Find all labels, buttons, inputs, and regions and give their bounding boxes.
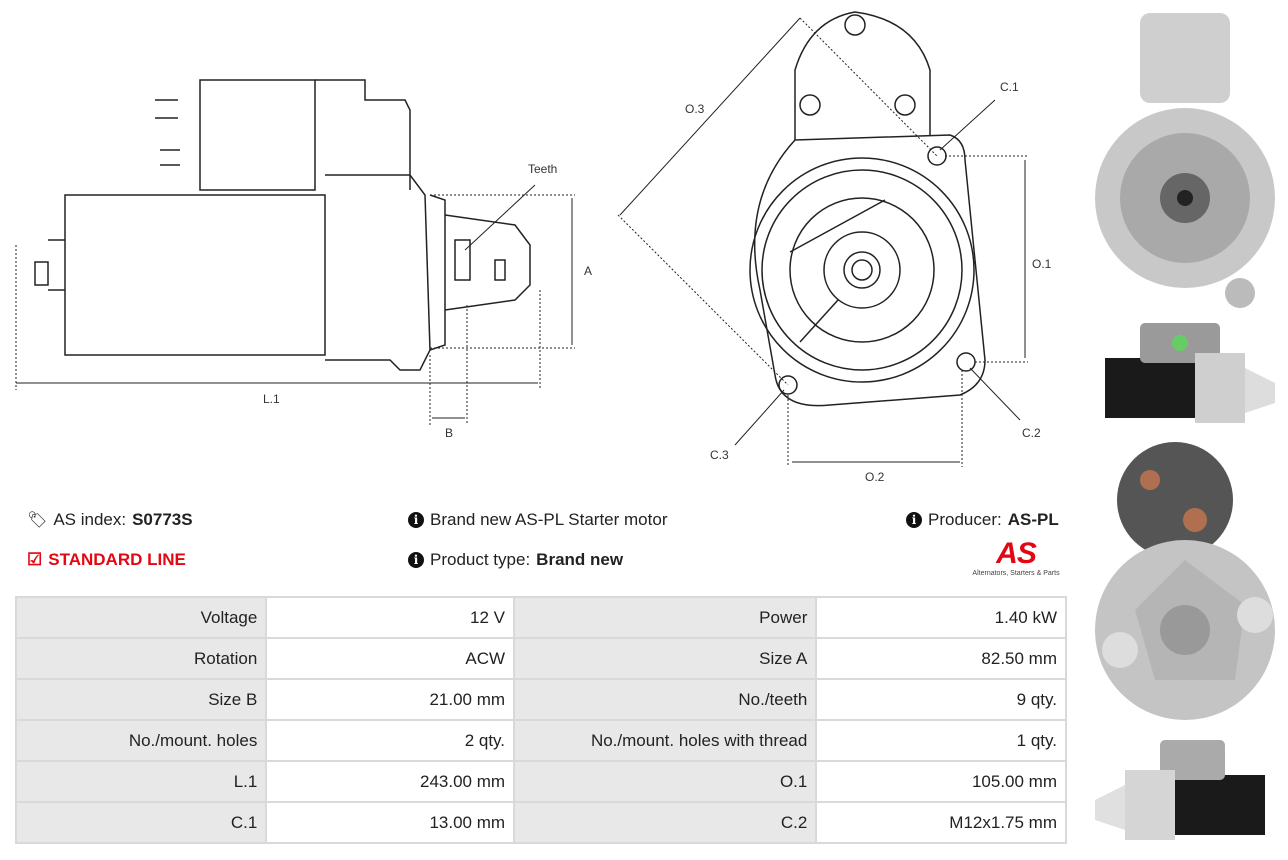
spec-value: 2 qty. bbox=[265, 719, 516, 762]
as-index: 🏷 AS index: S0773S bbox=[27, 510, 193, 529]
spec-label: No./mount. holes with thread bbox=[513, 719, 818, 762]
info-icon: i bbox=[906, 512, 922, 528]
dimension-o2-label: O.2 bbox=[865, 470, 885, 484]
dimension-b-label: B bbox=[445, 426, 453, 440]
spec-label: Rotation bbox=[14, 637, 268, 680]
spec-label: No./mount. holes bbox=[14, 719, 268, 762]
dimension-a-label: A bbox=[584, 264, 592, 278]
dimension-o3-label: O.3 bbox=[685, 102, 705, 116]
info-icon: i bbox=[408, 512, 424, 528]
product-type: i Product type: Brand new bbox=[408, 550, 623, 570]
spec-value: 1.40 kW bbox=[815, 596, 1067, 639]
spec-value: 21.00 mm bbox=[265, 678, 516, 721]
description: i Brand new AS-PL Starter motor bbox=[408, 510, 667, 530]
spec-value: 105.00 mm bbox=[815, 760, 1067, 803]
dimension-o1-label: O.1 bbox=[1032, 257, 1052, 271]
dimension-c3-label: C.3 bbox=[710, 448, 729, 462]
spec-label: O.1 bbox=[513, 760, 818, 803]
spec-label: Size B bbox=[14, 678, 268, 721]
spec-value: M12x1.75 mm bbox=[815, 801, 1067, 844]
producer: i Producer: AS-PL bbox=[906, 510, 1059, 530]
spec-label: Voltage bbox=[14, 596, 268, 639]
side-view-drawing: Teeth A L.1 B bbox=[15, 79, 592, 440]
spec-value: ACW bbox=[265, 637, 516, 680]
standard-line-badge: ☑ STANDARD LINE bbox=[27, 550, 186, 569]
spec-value: 243.00 mm bbox=[265, 760, 516, 803]
front-view-drawing: O.3 C.1 O.1 C.2 C.3 O.2 bbox=[617, 11, 1052, 484]
spec-value: 9 qty. bbox=[815, 678, 1067, 721]
spec-label: Size A bbox=[513, 637, 818, 680]
spec-label: No./teeth bbox=[513, 678, 818, 721]
product-photo-front[interactable] bbox=[1090, 8, 1280, 308]
dimension-c1-label: C.1 bbox=[1000, 80, 1019, 94]
product-photo-rear[interactable] bbox=[1095, 440, 1285, 730]
as-pl-logo: AS Alternators, Starters & Parts bbox=[972, 537, 1060, 578]
as-index-value: S0773S bbox=[132, 510, 193, 529]
info-icon: i bbox=[408, 552, 424, 568]
dimension-c2-label: C.2 bbox=[1022, 426, 1041, 440]
dimension-l1-label: L.1 bbox=[263, 392, 280, 406]
spec-label: C.2 bbox=[513, 801, 818, 844]
spec-value: 13.00 mm bbox=[265, 801, 516, 844]
product-photo-side-2[interactable] bbox=[1090, 735, 1280, 850]
spec-label: Power bbox=[513, 596, 818, 639]
teeth-label: Teeth bbox=[528, 162, 557, 176]
product-photo-side[interactable] bbox=[1095, 318, 1280, 433]
spec-value: 12 V bbox=[265, 596, 516, 639]
tags-icon: 🏷 bbox=[27, 512, 48, 529]
spec-label: L.1 bbox=[14, 760, 268, 803]
spec-label: C.1 bbox=[14, 801, 268, 844]
checkbox-icon: ☑ bbox=[27, 550, 43, 569]
spec-value: 1 qty. bbox=[815, 719, 1067, 762]
spec-value: 82.50 mm bbox=[815, 637, 1067, 680]
